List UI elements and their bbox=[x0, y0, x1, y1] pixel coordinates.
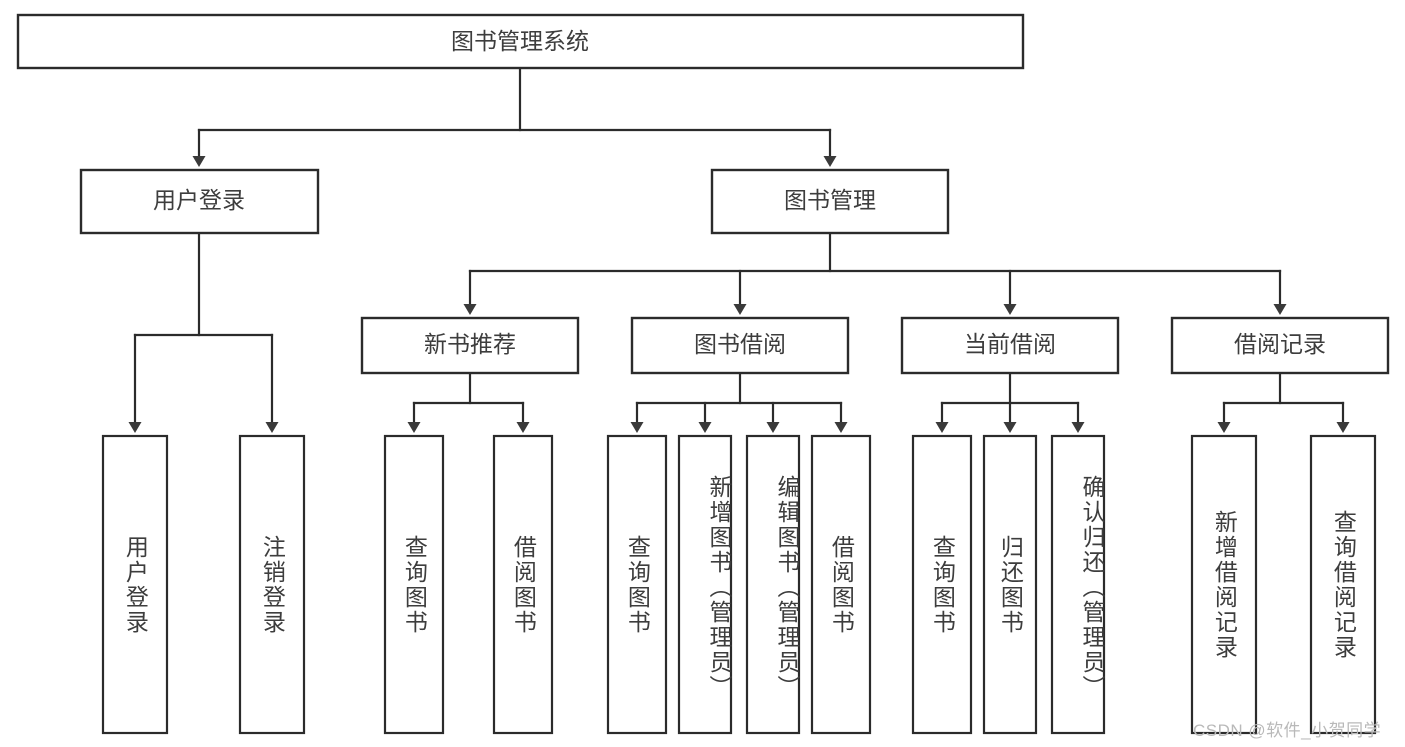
node-leaf-user-logout-box[interactable] bbox=[238, 434, 306, 735]
node-leaf-query-book-rec-box[interactable] bbox=[383, 434, 445, 735]
node-leaf-confirm-return-admin-box[interactable] bbox=[1050, 434, 1106, 735]
nodes-group: 图书管理系统 用户登录 图书管理 新书推荐 图书借阅 当前借阅 借阅记录 bbox=[16, 13, 1390, 735]
node-leaf-query-borrow-record-box[interactable] bbox=[1309, 434, 1377, 735]
node-leaf-edit-book-admin-box[interactable] bbox=[745, 434, 801, 735]
node-book-manage-box[interactable] bbox=[710, 168, 950, 235]
node-leaf-return-book-box[interactable] bbox=[982, 434, 1038, 735]
node-leaf-query-book-current-box[interactable] bbox=[911, 434, 973, 735]
node-new-book-recommend-label: 新书推荐 bbox=[424, 331, 516, 357]
node-book-manage-label: 图书管理 bbox=[784, 187, 876, 213]
node-borrow-record-label: 借阅记录 bbox=[1234, 331, 1326, 357]
node-book-borrow-box[interactable] bbox=[630, 316, 850, 375]
node-book-borrow-label: 图书借阅 bbox=[694, 331, 786, 357]
node-user-login-box[interactable] bbox=[79, 168, 320, 235]
node-leaf-add-book-admin-box[interactable] bbox=[677, 434, 733, 735]
node-leaf-user-login-box[interactable] bbox=[101, 434, 169, 735]
node-leaf-query-book-borrow-box[interactable] bbox=[606, 434, 668, 735]
node-leaf-borrow-book-rec-box[interactable] bbox=[492, 434, 554, 735]
node-new-book-recommend-box[interactable] bbox=[360, 316, 580, 375]
node-current-borrow-box[interactable] bbox=[900, 316, 1120, 375]
node-root-box[interactable] bbox=[16, 13, 1025, 70]
node-user-login-label: 用户登录 bbox=[153, 187, 245, 213]
node-current-borrow-label: 当前借阅 bbox=[964, 331, 1056, 357]
node-borrow-record-box[interactable] bbox=[1170, 316, 1390, 375]
connectors-group bbox=[128, 66, 1350, 433]
csdn-watermark: CSDN @软件_小贺同学 bbox=[1193, 721, 1382, 740]
node-root-label: 图书管理系统 bbox=[451, 28, 589, 54]
node-leaf-add-borrow-record-box[interactable] bbox=[1190, 434, 1258, 735]
node-leaf-borrow-book-box[interactable] bbox=[810, 434, 872, 735]
